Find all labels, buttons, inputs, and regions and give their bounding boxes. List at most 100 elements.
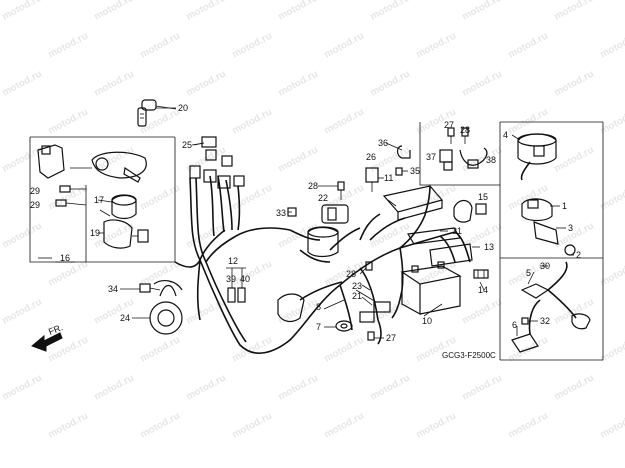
grommet-part xyxy=(335,320,353,332)
watermark-text: motod.ru xyxy=(92,69,135,99)
watermark-text: motod.ru xyxy=(0,297,43,327)
connector-15-part xyxy=(453,199,487,223)
watermark-text: motod.ru xyxy=(138,335,181,365)
callout-8: 8 xyxy=(316,302,321,312)
callout-24: 24 xyxy=(120,313,130,323)
fuse-holder-14-part xyxy=(473,269,489,279)
callout-6: 6 xyxy=(512,320,517,330)
watermark-text: motod.ru xyxy=(138,411,181,441)
callout-35: 35 xyxy=(410,166,420,176)
callout-23: 23 xyxy=(352,281,362,291)
bolt-28b-part xyxy=(365,261,373,271)
watermark-text: motod.ru xyxy=(92,145,135,175)
callout-29b: 29 xyxy=(30,200,40,210)
clip-36-part xyxy=(396,145,411,159)
callout-13: 13 xyxy=(484,242,494,252)
bracket-5-part xyxy=(520,261,577,319)
callout-20: 20 xyxy=(178,103,188,113)
callout-5: 5 xyxy=(526,268,531,278)
watermark-text: motod.ru xyxy=(184,69,227,99)
watermark-text: motod.ru xyxy=(92,373,135,403)
callout-7: 7 xyxy=(316,322,321,332)
cdi-unit-part xyxy=(382,185,444,221)
callout-1: 1 xyxy=(562,201,567,211)
watermark-text: motod.ru xyxy=(0,145,43,175)
watermark-text: motod.ru xyxy=(184,0,227,23)
callout-14: 14 xyxy=(478,285,488,295)
callout-32: 32 xyxy=(540,316,550,326)
screw-32-part xyxy=(521,317,529,325)
watermark-text: motod.ru xyxy=(368,373,411,403)
callout-26: 26 xyxy=(366,152,376,162)
callout-27: 27 xyxy=(386,333,396,343)
watermark-text: motod.ru xyxy=(598,183,625,213)
callout-16: 16 xyxy=(60,253,70,263)
callout-31: 31 xyxy=(452,226,462,236)
watermark-text: motod.ru xyxy=(276,145,319,175)
horn-part xyxy=(149,280,183,335)
callout-22: 22 xyxy=(318,193,328,203)
bolt-34-part xyxy=(139,283,161,293)
callout-40: 40 xyxy=(240,274,250,284)
key-blank-part xyxy=(137,99,177,127)
coil-4-part xyxy=(517,133,557,181)
connector-37-part xyxy=(439,149,453,171)
ignition-coil-part xyxy=(307,204,349,258)
watermark-text: motod.ru xyxy=(0,69,43,99)
watermark-text: motod.ru xyxy=(414,411,457,441)
callout-28a: 28 xyxy=(308,181,318,191)
watermark-text: motod.ru xyxy=(368,69,411,99)
watermark-text: motod.ru xyxy=(506,411,549,441)
watermark-text: motod.ru xyxy=(184,297,227,327)
callout-37: 37 xyxy=(426,152,436,162)
watermark-text: motod.ru xyxy=(598,411,625,441)
watermark-text: motod.ru xyxy=(230,31,273,61)
callout-29a: 29 xyxy=(30,186,40,196)
watermark-text: motod.ru xyxy=(414,183,457,213)
callout-30: 30 xyxy=(540,261,550,271)
fuse-part xyxy=(227,278,246,303)
callout-25: 25 xyxy=(182,140,192,150)
watermark-text: motod.ru xyxy=(46,259,89,289)
watermark-text: motod.ru xyxy=(46,31,89,61)
watermark-text: motod.ru xyxy=(460,297,503,327)
watermark-text: motod.ru xyxy=(506,31,549,61)
watermark-text: motod.ru xyxy=(598,31,625,61)
watermark-text: motod.ru xyxy=(0,373,43,403)
callout-36: 36 xyxy=(378,138,388,148)
watermark-text: motod.ru xyxy=(184,373,227,403)
bolt-28c-part xyxy=(461,127,469,144)
watermark-text: motod.ru xyxy=(0,0,43,23)
watermark-text: motod.ru xyxy=(276,0,319,23)
callout-11: 11 xyxy=(384,173,393,183)
plug-cap-part xyxy=(277,281,343,323)
watermark-text: motod.ru xyxy=(460,145,503,175)
bolt-27b-part xyxy=(447,127,455,144)
watermark-text: motod.ru xyxy=(368,0,411,23)
leader-lines xyxy=(38,107,574,339)
watermark-text: motod.ru xyxy=(460,0,503,23)
callout-27b: 27 xyxy=(444,120,454,130)
callout-39: 39 xyxy=(226,274,236,284)
callout-34: 34 xyxy=(108,284,118,294)
callout-28c: 28 xyxy=(460,125,470,135)
wire-38-part xyxy=(459,147,488,169)
callout-33: 33 xyxy=(276,208,286,218)
frame-lines xyxy=(29,121,604,361)
watermark-text: motod.ru xyxy=(460,69,503,99)
screw-35-part xyxy=(395,167,403,176)
callout-12: 12 xyxy=(228,256,238,266)
watermark-text: motod.ru xyxy=(138,107,181,137)
watermark-text: motod.ru xyxy=(322,411,365,441)
screw-29b-part xyxy=(55,199,87,207)
ignition-switch-part xyxy=(37,144,149,249)
strap-31-part xyxy=(407,227,461,245)
relay-part xyxy=(365,167,379,192)
direction-label: FR. xyxy=(47,322,64,337)
diagram-code: GCG3-F2500C xyxy=(442,351,496,360)
callout-15: 15 xyxy=(478,192,488,202)
callout-28b: 28 xyxy=(346,269,356,279)
callout-labels: 20 25 29 29 17 19 16 34 24 12 39 40 33 2… xyxy=(30,103,581,360)
watermark-text: motod.ru xyxy=(230,411,273,441)
switch-21-part xyxy=(355,289,391,323)
